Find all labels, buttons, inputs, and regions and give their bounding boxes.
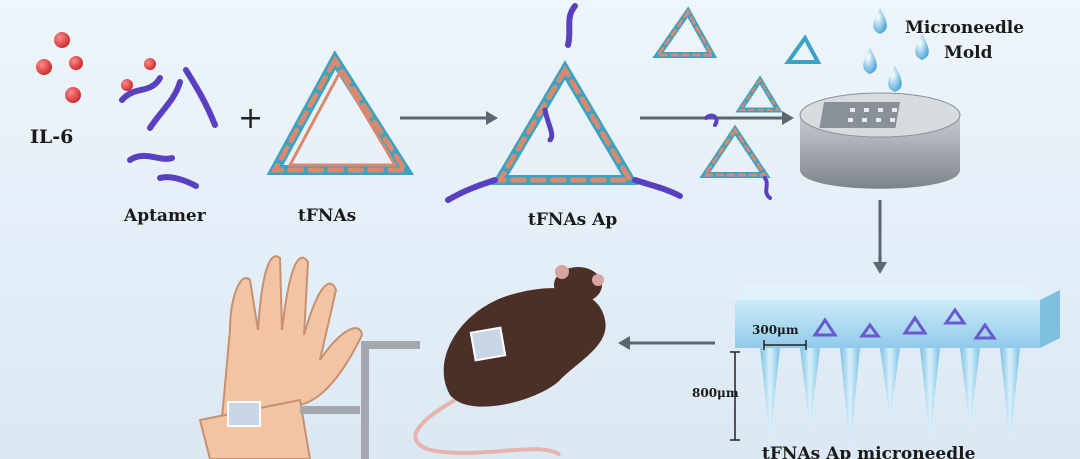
mouse-illustration xyxy=(413,265,606,457)
water-drop-icon xyxy=(863,48,877,74)
needle-array xyxy=(760,348,1020,450)
label-il6: IL-6 xyxy=(30,126,74,148)
tfnas-ap-structure xyxy=(445,3,683,203)
label-tfnas-ap-microneedle: tFNAs Ap microneedle xyxy=(762,444,976,459)
arrow-left xyxy=(618,336,715,350)
arrow-down xyxy=(873,200,887,274)
label-microneedle: Microneedle xyxy=(905,18,1025,38)
il6-dot xyxy=(144,58,156,70)
flow-connectors xyxy=(300,341,420,459)
water-drop-icon xyxy=(873,8,887,34)
label-scale-800um: 800μm xyxy=(692,386,739,400)
tfnas-structure xyxy=(266,50,415,175)
dna-helix-pink xyxy=(270,55,410,173)
arrow-right-2 xyxy=(640,111,794,125)
microneedle-patch xyxy=(730,285,1060,450)
aptamer-strand xyxy=(183,67,218,128)
label-tfnas: tFNAs xyxy=(298,206,357,226)
label-tfnas-ap: tFNAs Ap xyxy=(528,210,618,230)
il6-dot xyxy=(54,32,70,48)
aptamer-strands xyxy=(119,67,218,189)
hand-illustration xyxy=(198,255,364,459)
label-scale-300um: 300μm xyxy=(752,323,799,337)
microneedle-mold xyxy=(799,92,961,189)
il6-dot xyxy=(69,56,83,70)
il6-dot xyxy=(36,59,52,75)
il6-dot xyxy=(121,79,133,91)
aptamer-strand xyxy=(127,153,175,163)
aptamer-strand xyxy=(157,174,199,189)
water-drop-icon xyxy=(888,66,902,92)
floating-tfnas-ap xyxy=(652,6,822,200)
aptamer-strand xyxy=(147,79,183,131)
water-drop-icon xyxy=(915,34,929,60)
il6-molecules xyxy=(36,32,156,103)
il6-dot xyxy=(65,87,81,103)
aptamer-strand xyxy=(119,75,163,103)
plus-sign: + xyxy=(238,101,263,136)
arrow-right-1 xyxy=(400,111,498,125)
label-aptamer: Aptamer xyxy=(124,206,206,226)
dna-helix-inner xyxy=(287,68,398,167)
label-mold: Mold xyxy=(944,43,993,63)
water-drops xyxy=(863,8,929,92)
